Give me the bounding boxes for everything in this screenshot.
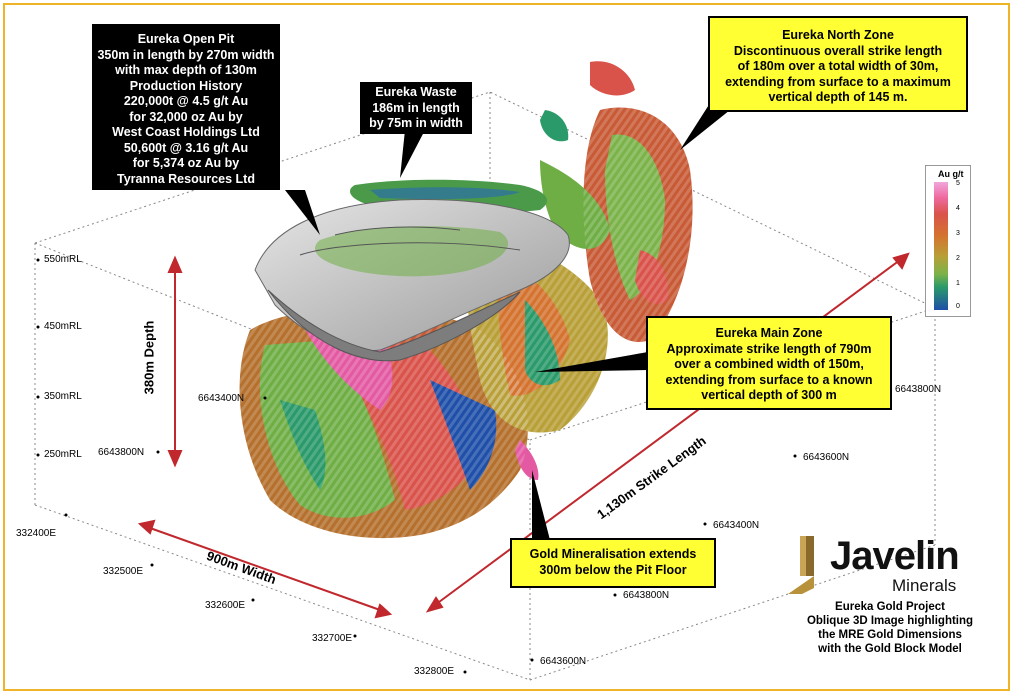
project-caption-line: Eureka Gold Project [835, 601, 945, 613]
waste-line: 186m in length [372, 100, 460, 115]
gold-mineralisation-callout: Gold Mineralisation extends 300m below t… [510, 538, 716, 588]
main-zone-line: extending from surface to a known [665, 372, 873, 387]
open-pit-line: Eureka Open Pit [137, 32, 235, 46]
easting-label: 332400E [16, 528, 57, 539]
logo-subtitle: Minerals [892, 576, 957, 595]
legend-tick: 3 [956, 230, 960, 237]
open-pit-line: for 5,374 oz Au by [132, 156, 240, 170]
northing-label-right: 6643600N [803, 452, 850, 463]
legend-title: Au g/t [938, 169, 964, 179]
easting-label: 332600E [205, 600, 246, 611]
main-zone-line: Eureka Main Zone [715, 326, 823, 340]
axis-ticks [36, 258, 890, 674]
north-zone-line: Eureka North Zone [782, 28, 894, 42]
easting-label: 332500E [103, 566, 144, 577]
project-caption-line: the MRE Gold Dimensions [818, 629, 962, 641]
easting-label: 332800E [414, 666, 455, 677]
northing-label-right: 6643800N [895, 384, 942, 395]
north-zone-line: extending from surface to a maximum [725, 74, 951, 89]
open-pit-line: West Coast Holdings Ltd [112, 125, 260, 139]
depth-label-550: 550mRL [44, 254, 82, 265]
main-zone-line: vertical depth of 300 m [701, 388, 837, 402]
legend-tick: 0 [956, 303, 960, 310]
open-pit-line: 350m in length by 270m width [97, 47, 275, 62]
main-zone-callout: Eureka Main Zone Approximate strike leng… [646, 316, 892, 410]
eureka-open-pit [254, 199, 570, 362]
north-zone-line: vertical depth of 145 m. [768, 90, 908, 104]
project-caption-line: Oblique 3D Image highlighting [806, 615, 974, 627]
javelin-minerals-logo: Javelin Minerals [788, 534, 988, 596]
northing-label-right: 6643600N [540, 656, 587, 667]
north-zone-callout: Eureka North Zone Discontinuous overall … [708, 16, 968, 112]
legend-tick: 5 [956, 180, 960, 187]
waste-line: Eureka Waste [375, 85, 457, 99]
open-pit-line: with max depth of 130m [115, 63, 257, 77]
depth-dimension-label: 380m Depth [141, 320, 157, 395]
waste-line: by 75m in width [369, 116, 463, 130]
legend-tick: 1 [956, 280, 960, 287]
depth-label-450: 450mRL [44, 321, 82, 332]
northing-label-left-lower: 6643800N [98, 447, 145, 458]
open-pit-line: 50,600t @ 3.16 g/t Au [123, 140, 249, 155]
northing-label-right: 6643800N [623, 590, 670, 601]
javelin-logo-mark-icon [788, 536, 814, 594]
main-zone-line: Approximate strike length of 790m [666, 341, 872, 356]
open-pit-line: 220,000t @ 4.5 g/t Au [123, 94, 249, 108]
main-zone-line: over a combined width of 150m, [674, 357, 864, 371]
easting-label: 332700E [312, 633, 353, 644]
waste-callout: Eureka Waste 186m in length by 75m in wi… [360, 82, 472, 134]
northing-label-left-upper: 6643400N [198, 393, 245, 404]
depth-label-350: 350mRL [44, 391, 82, 402]
open-pit-line: Tyranna Resources Ltd [116, 171, 255, 186]
gold-min-line: 300m below the Pit Floor [539, 562, 687, 577]
depth-label-250: 250mRL [44, 449, 82, 460]
northing-label-right: 6643400N [713, 520, 760, 531]
north-zone-line: of 180m over a total width of 30m, [737, 59, 939, 73]
callout-pointers [285, 100, 730, 540]
au-grade-legend: Au g/t 5 4 3 2 1 0 [925, 165, 971, 317]
open-pit-line: for 32,000 oz Au by [129, 109, 243, 124]
legend-color-bar [934, 182, 948, 310]
project-caption-line: with the Gold Block Model [818, 643, 962, 655]
legend-tick: 2 [956, 255, 960, 262]
north-zone-line: Discontinuous overall strike length [733, 43, 943, 58]
open-pit-callout: Eureka Open Pit 350m in length by 270m w… [92, 24, 280, 190]
open-pit-line: Production History [129, 78, 243, 93]
legend-tick: 4 [956, 205, 960, 212]
logo-name: Javelin [830, 534, 960, 578]
gold-block-model [239, 61, 693, 539]
project-caption: Eureka Gold Project Oblique 3D Image hig… [790, 600, 990, 668]
gold-min-line: Gold Mineralisation extends [529, 547, 697, 561]
